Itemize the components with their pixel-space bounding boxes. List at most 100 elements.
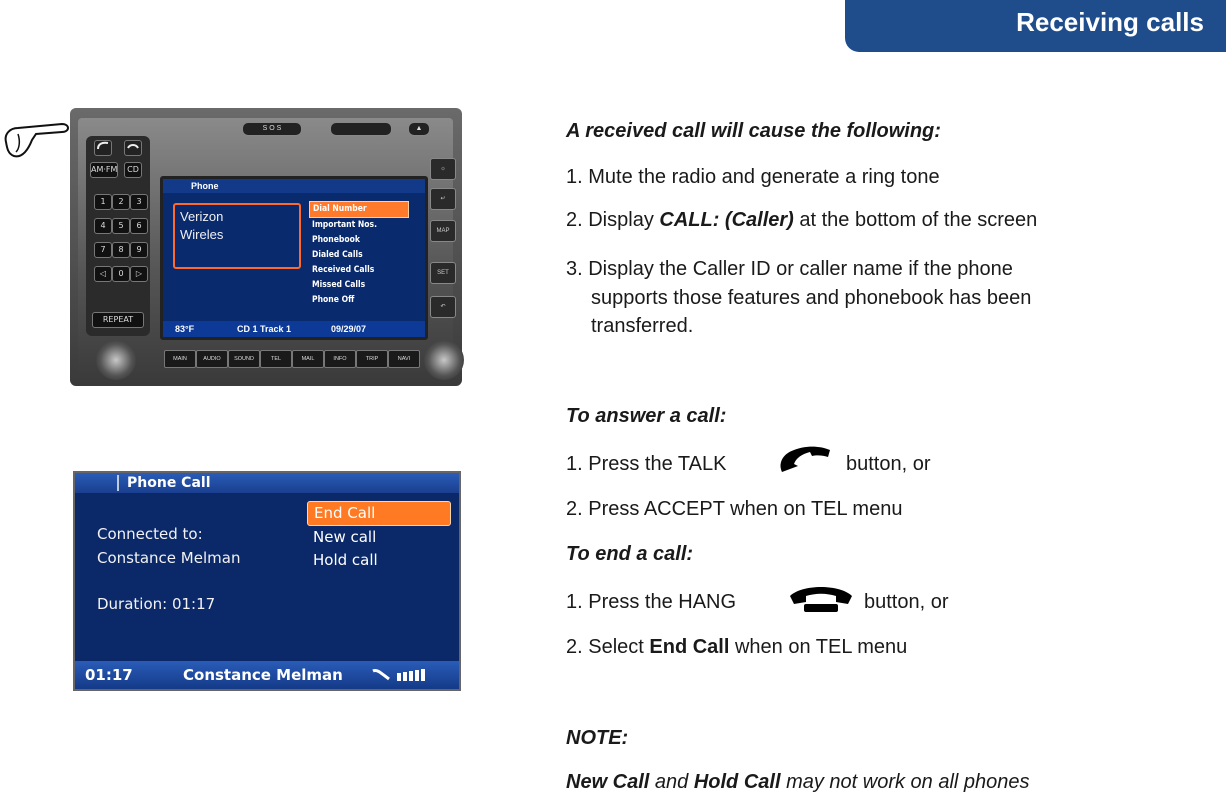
phone-call-screen: Phone Call Connected to: Constance Melma… bbox=[73, 471, 461, 691]
repeat-key[interactable]: REPEAT bbox=[92, 312, 144, 328]
side-key-map[interactable]: MAP bbox=[430, 220, 456, 242]
step-3-line-2: supports those features and phonebook ha… bbox=[591, 287, 1032, 309]
key-5[interactable]: 5 bbox=[112, 218, 130, 234]
phone-hang-icon bbox=[790, 587, 852, 612]
softkey-navi[interactable]: NAVI bbox=[388, 350, 420, 368]
key-4[interactable]: 4 bbox=[94, 218, 112, 234]
eject-button[interactable]: ▲ bbox=[408, 122, 430, 136]
carrier-box: Verizon Wireles bbox=[173, 203, 301, 269]
call-duration: Duration: 01:17 bbox=[97, 595, 216, 613]
answer-step-2: 2. Press ACCEPT when on TEL menu bbox=[566, 498, 903, 520]
pointing-hand-icon bbox=[4, 122, 69, 158]
key-2[interactable]: 2 bbox=[112, 194, 130, 210]
disc-slot bbox=[330, 122, 392, 136]
menu-item-end-call[interactable]: End Call bbox=[307, 501, 451, 526]
connected-name: Constance Melman bbox=[97, 549, 241, 567]
call-screen-title: Phone Call bbox=[75, 473, 459, 493]
side-key-back[interactable]: ↵ bbox=[430, 188, 456, 210]
end-step-2: 2. Select End Call when on TEL menu bbox=[566, 636, 907, 659]
keypad: AM·FM CD 1 2 3 4 5 6 7 8 9 ◁ 0 ▷ REPEAT bbox=[86, 136, 150, 336]
signal-strength-icon bbox=[397, 669, 425, 681]
phone-status-icon bbox=[372, 669, 390, 681]
carrier-line-1: Verizon bbox=[180, 209, 224, 224]
display-status-bar: 83°F CD 1 Track 1 09/29/07 bbox=[163, 321, 425, 337]
end-step-1-suffix: button, or bbox=[864, 591, 949, 613]
menu-item-phone-off[interactable]: Phone Off bbox=[312, 295, 355, 305]
softkey-audio[interactable]: AUDIO bbox=[196, 350, 228, 368]
radio-unit-photo: AM·FM CD 1 2 3 4 5 6 7 8 9 ◁ 0 ▷ REPEAT … bbox=[70, 108, 464, 386]
key-1[interactable]: 1 bbox=[94, 194, 112, 210]
answer-step-1-suffix: button, or bbox=[846, 453, 931, 475]
note-suffix: may not work on all phones bbox=[780, 771, 1030, 793]
menu-item-received-calls[interactable]: Received Calls bbox=[312, 265, 375, 275]
side-key-light[interactable]: ☼ bbox=[430, 158, 456, 180]
menu-item-phonebook[interactable]: Phonebook bbox=[312, 235, 361, 245]
key-8[interactable]: 8 bbox=[112, 242, 130, 258]
end-step-2-prefix: 2. Select bbox=[566, 636, 650, 658]
step-2: 2. Display CALL: (Caller) at the bottom … bbox=[566, 209, 1037, 232]
answer-heading: To answer a call: bbox=[566, 405, 727, 427]
header-tab: Receiving calls bbox=[845, 0, 1226, 52]
note-bold-new-call: New Call bbox=[566, 771, 650, 793]
radio-faceplate: AM·FM CD 1 2 3 4 5 6 7 8 9 ◁ 0 ▷ REPEAT … bbox=[78, 118, 464, 380]
step-2-bold: CALL: (Caller) bbox=[659, 209, 794, 231]
menu-item-dialed-calls[interactable]: Dialed Calls bbox=[312, 250, 363, 260]
step-2-suffix: at the bottom of the screen bbox=[793, 209, 1038, 231]
softkey-row: MAIN AUDIO SOUND TEL MAIL INFO TRIP NAVI bbox=[164, 350, 424, 368]
am-fm-key[interactable]: AM·FM bbox=[90, 162, 118, 178]
call-timer: 01:17 bbox=[85, 666, 133, 684]
menu-item-important-nos[interactable]: Important Nos. bbox=[312, 220, 378, 230]
key-0[interactable]: 0 bbox=[112, 266, 130, 282]
answer-step-1-prefix: 1. Press the TALK bbox=[566, 453, 727, 475]
call-status-name: Constance Melman bbox=[183, 666, 343, 684]
call-status-bar: 01:17 Constance Melman bbox=[75, 661, 459, 689]
end-step-2-suffix: when on TEL menu bbox=[729, 636, 908, 658]
side-key-return[interactable]: ↶ bbox=[430, 296, 456, 318]
softkey-mail[interactable]: MAIL bbox=[292, 350, 324, 368]
menu-item-new-call[interactable]: New call bbox=[313, 528, 377, 546]
end-step-2-bold: End Call bbox=[649, 636, 730, 658]
sos-button[interactable]: S O S bbox=[242, 122, 302, 136]
key-3[interactable]: 3 bbox=[130, 194, 148, 210]
step-3-line-3: transferred. bbox=[591, 315, 694, 337]
softkey-main[interactable]: MAIN bbox=[164, 350, 196, 368]
left-knob[interactable] bbox=[96, 340, 136, 380]
note-bold-hold-call: Hold Call bbox=[693, 771, 781, 793]
end-heading: To end a call: bbox=[566, 543, 694, 565]
audio-source: CD 1 Track 1 bbox=[237, 324, 292, 334]
side-key-set[interactable]: SET bbox=[430, 262, 456, 284]
page-title: Receiving calls bbox=[1016, 7, 1204, 37]
connected-label: Connected to: bbox=[97, 525, 203, 543]
softkey-tel[interactable]: TEL bbox=[260, 350, 292, 368]
volume-up-key[interactable]: ▷ bbox=[130, 266, 148, 282]
end-step-1-prefix: 1. Press the HANG bbox=[566, 591, 737, 613]
right-knob[interactable] bbox=[424, 340, 464, 380]
temperature: 83°F bbox=[175, 324, 195, 334]
phone-hang-icon bbox=[127, 144, 139, 149]
cd-key[interactable]: CD bbox=[124, 162, 142, 178]
softkey-sound[interactable]: SOUND bbox=[228, 350, 260, 368]
carrier-line-2: Wireles bbox=[180, 227, 224, 242]
phone-talk-icon bbox=[97, 141, 109, 150]
hang-key[interactable] bbox=[124, 140, 142, 156]
step-1: 1. Mute the radio and generate a ring to… bbox=[566, 166, 940, 188]
menu-item-hold-call[interactable]: Hold call bbox=[313, 551, 378, 569]
radio-display: Phone Verizon Wireles Dial Number Import… bbox=[160, 176, 428, 340]
note-text: New Call and Hold Call may not work on a… bbox=[566, 771, 1030, 794]
menu-item-dial-number[interactable]: Dial Number bbox=[309, 201, 409, 218]
key-7[interactable]: 7 bbox=[94, 242, 112, 258]
date: 09/29/07 bbox=[331, 324, 367, 334]
key-6[interactable]: 6 bbox=[130, 218, 148, 234]
softkey-trip[interactable]: TRIP bbox=[356, 350, 388, 368]
received-heading: A received call will cause the following… bbox=[566, 120, 941, 142]
key-9[interactable]: 9 bbox=[130, 242, 148, 258]
note-mid: and bbox=[649, 771, 694, 793]
menu-item-missed-calls[interactable]: Missed Calls bbox=[312, 280, 366, 290]
note-heading: NOTE: bbox=[566, 727, 629, 749]
softkey-info[interactable]: INFO bbox=[324, 350, 356, 368]
phone-menu: Dial Number Important Nos. Phonebook Dia… bbox=[309, 201, 409, 308]
volume-down-key[interactable]: ◁ bbox=[94, 266, 112, 282]
talk-key[interactable] bbox=[94, 140, 112, 156]
call-menu: End Call New call Hold call bbox=[307, 501, 451, 572]
display-title: Phone bbox=[163, 179, 425, 193]
